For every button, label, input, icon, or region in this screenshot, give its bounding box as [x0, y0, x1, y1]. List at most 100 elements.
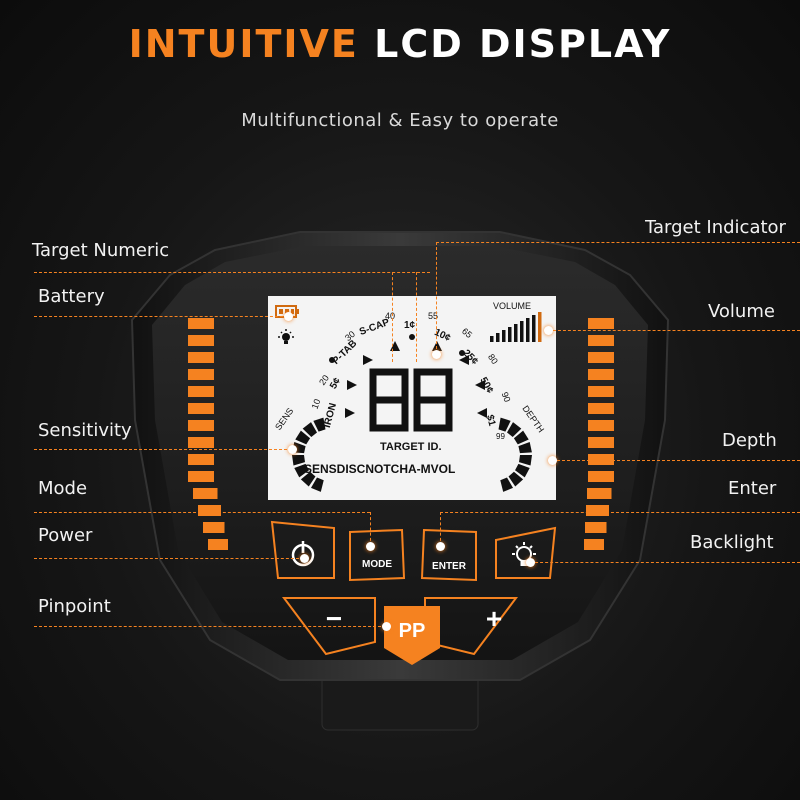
target-arrow	[459, 355, 469, 365]
bulb-icon	[278, 329, 294, 344]
power-button[interactable]	[270, 520, 335, 579]
target-arrow	[475, 380, 485, 390]
callout-volume: Volume	[708, 301, 775, 322]
leader-volume	[548, 330, 800, 331]
left-led-segment	[188, 403, 214, 414]
scale-0: 0	[318, 424, 323, 433]
right-led-segment	[588, 369, 614, 380]
target-arrow	[363, 355, 373, 365]
left-led-strip	[188, 318, 228, 550]
leader-target-indicator-v	[436, 242, 437, 354]
left-led-segment	[203, 522, 225, 533]
volume-bars	[490, 312, 542, 342]
target-star	[409, 334, 415, 340]
left-led-segment	[188, 369, 214, 380]
depth-segment	[508, 471, 524, 487]
target-1c: 1¢	[404, 320, 416, 331]
callout-target-numeric: Target Numeric	[32, 240, 170, 261]
depth-segment	[518, 442, 532, 454]
depth-segment	[515, 463, 530, 478]
left-led-segment	[188, 335, 214, 346]
target-arrow	[477, 408, 487, 418]
volume-bar	[502, 330, 506, 342]
callout-mode: Mode	[38, 478, 88, 499]
backlight-button[interactable]	[495, 526, 557, 579]
volume-bar	[496, 333, 500, 342]
sens-segment	[300, 471, 316, 487]
sens-segment	[295, 430, 311, 445]
volume-bar	[508, 327, 512, 342]
minus-button[interactable]	[282, 597, 376, 656]
right-led-segment	[588, 420, 614, 431]
depth-segment	[498, 417, 511, 432]
scale-55: 55	[428, 311, 439, 321]
right-led-segment	[585, 522, 607, 533]
target-star	[459, 350, 465, 356]
left-led-segment	[188, 454, 214, 465]
page-title: INTUITIVE LCD DISPLAY	[0, 22, 800, 66]
left-led-segment	[193, 488, 218, 499]
right-led-segment	[588, 454, 614, 465]
right-led-segment	[588, 386, 614, 397]
leader-enter-v	[440, 512, 441, 546]
depth-segment	[513, 430, 529, 445]
volume-bar	[490, 336, 494, 342]
right-led-segment	[588, 471, 614, 482]
target-arrow	[347, 380, 357, 390]
sens-segment	[292, 455, 306, 466]
title-accent: INTUITIVE	[128, 22, 359, 66]
mode-bar: SENSDISCNOTCHA-MVOL	[304, 462, 456, 476]
plus-button-label[interactable]: +	[485, 603, 503, 634]
left-led-segment	[188, 437, 214, 448]
sens-segment	[302, 422, 317, 437]
depth-gauge	[498, 417, 532, 492]
pinpoint-button-label[interactable]: PP	[398, 619, 426, 642]
right-led-segment	[588, 318, 614, 329]
leader-power	[34, 558, 304, 559]
pinpoint-button[interactable]	[384, 606, 440, 665]
enter-button[interactable]	[420, 528, 477, 582]
right-led-segment	[588, 403, 614, 414]
leader-mode-v	[370, 512, 371, 546]
right-led-segment	[584, 539, 604, 550]
leader-sensitivity	[34, 449, 292, 450]
marker-pinpoint	[381, 621, 391, 631]
enter-button-label[interactable]: ENTER	[432, 560, 466, 572]
marker-mode	[365, 541, 375, 551]
leader-depth	[552, 460, 800, 461]
target-arrow	[345, 408, 355, 418]
right-led-segment	[588, 352, 614, 363]
mode-button[interactable]	[349, 528, 406, 582]
volume-bar	[526, 318, 530, 342]
right-led-segment	[588, 335, 614, 346]
target-numeric-digits	[369, 368, 453, 432]
target-id-label: TARGET ID.	[380, 441, 442, 453]
mode-button-label[interactable]: MODE	[362, 558, 392, 570]
callout-backlight: Backlight	[690, 532, 774, 553]
scale-99: 99	[496, 432, 505, 441]
depth-segment	[500, 477, 513, 492]
right-led-segment	[587, 488, 612, 499]
callout-target-indicator: Target Indicator	[645, 217, 786, 238]
marker-volume	[543, 325, 553, 335]
callout-enter: Enter	[728, 478, 777, 499]
sensitivity-gauge	[292, 417, 326, 492]
marker-enter	[435, 541, 445, 551]
leader-battery	[34, 316, 288, 317]
marker-power	[299, 553, 309, 563]
right-led-segment	[586, 505, 609, 516]
minus-button-label[interactable]: −	[325, 603, 343, 634]
marker-depth	[547, 455, 557, 465]
right-led-strip	[584, 318, 614, 550]
volume-label: VOLUME	[493, 301, 532, 311]
target-arrow	[432, 341, 442, 351]
volume-bar	[538, 312, 542, 342]
leader-backlight	[530, 562, 800, 563]
leader-target-numeric-v2	[416, 272, 417, 362]
volume-bar	[514, 324, 518, 342]
callout-depth: Depth	[722, 430, 777, 451]
left-led-segment	[208, 539, 228, 550]
marker-battery	[283, 311, 293, 321]
lightbulb-icon	[512, 542, 536, 566]
